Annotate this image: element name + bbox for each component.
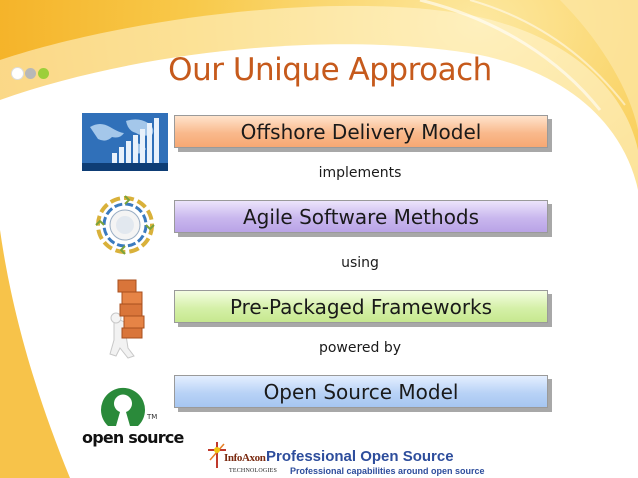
slide-title: Our Unique Approach [168,52,492,88]
company-subtitle: TECHNOLOGIES [229,468,278,474]
open-source-logo-text: open source [82,428,184,447]
pre-packaged-frameworks-box: Pre-Packaged Frameworks [174,290,548,323]
figure-carrying-boxes-image [109,279,145,359]
connector-implements: implements [318,165,402,181]
agile-cycle-diagram-image [94,194,156,256]
infoaxon-emblem-icon [208,442,226,468]
tagline-subtitle: Professional capabilities around open so… [290,466,485,476]
dot-icon [25,68,36,79]
company-name: InfoAxon [224,452,266,464]
dot-icon [12,68,23,79]
open-source-model-box: Open Source Model [174,375,548,408]
offshore-delivery-model-box: Offshore Delivery Model [174,115,548,148]
dot-icon [38,68,49,79]
trademark-label: TM [147,413,158,421]
agile-software-methods-box: Agile Software Methods [174,200,548,233]
open-source-logo [101,387,145,426]
world-map-bar-chart-image [82,113,168,171]
tagline-title: Professional Open Source [266,448,454,465]
connector-using: using [341,255,379,271]
connector-powered-by: powered by [318,340,402,356]
